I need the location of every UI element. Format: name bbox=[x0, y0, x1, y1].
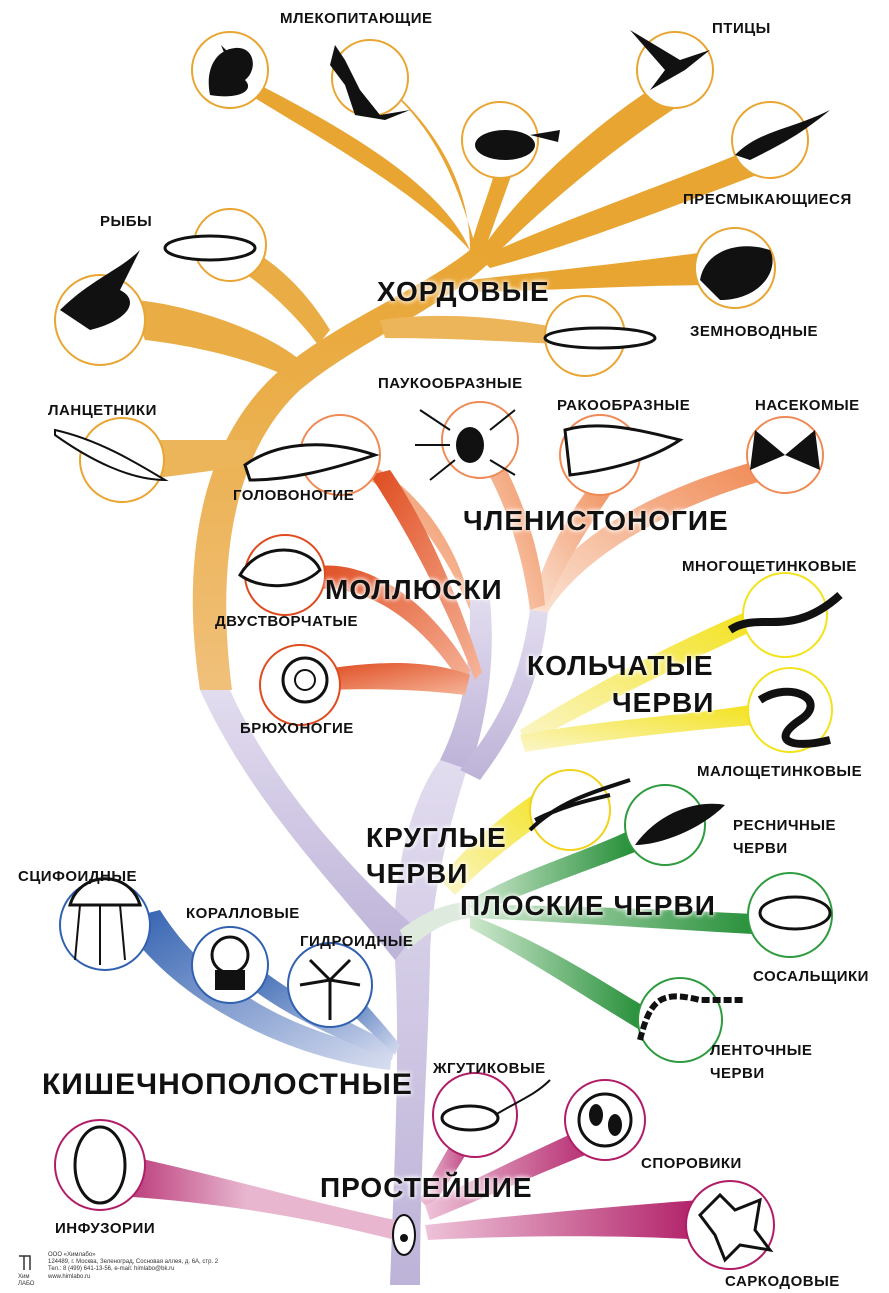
label-crustaceans: РАКООБРАЗНЫЕ bbox=[557, 397, 690, 414]
svg-text:Хим: Хим bbox=[18, 1274, 29, 1280]
footer-phone-email: Тел.: 8 (499) 641-13-56, e-mail: himlabo… bbox=[48, 1266, 218, 1273]
phylum-annelida-line2: ЧЕРВИ bbox=[612, 687, 714, 719]
label-turbellaria-line1: РЕСНИЧНЫЕ bbox=[733, 817, 836, 834]
label-insects: НАСЕКОМЫЕ bbox=[755, 397, 860, 414]
label-flagellates: ЖГУТИКОВЫЕ bbox=[433, 1060, 546, 1077]
label-cephalopods: ГОЛОВОНОГИЕ bbox=[233, 487, 354, 504]
label-amphibians: ЗЕМНОВОДНЫЕ bbox=[690, 323, 818, 340]
label-birds: ПТИЦЫ bbox=[712, 20, 771, 37]
label-polychaetes: МНОГОЩЕТИНКОВЫЕ bbox=[682, 558, 857, 575]
label-hydrozoa: ГИДРОИДНЫЕ bbox=[300, 933, 413, 950]
phylum-chordata: ХОРДОВЫЕ bbox=[377, 276, 550, 308]
phylum-nematoda-line1: КРУГЛЫЕ bbox=[366, 822, 507, 854]
phylum-nematoda-line2: ЧЕРВИ bbox=[366, 858, 468, 890]
phylum-protozoa: ПРОСТЕЙШИЕ bbox=[320, 1172, 533, 1204]
label-flukes: СОСАЛЬЩИКИ bbox=[753, 968, 869, 985]
label-arachnids: ПАУКООБРАЗНЫЕ bbox=[378, 375, 523, 392]
label-mammals: МЛЕКОПИТАЮЩИЕ bbox=[280, 10, 433, 27]
label-tapeworms-line1: ЛЕНТОЧНЫЕ bbox=[710, 1042, 812, 1059]
phylum-platyhelminthes: ПЛОСКИЕ ЧЕРВИ bbox=[460, 890, 716, 922]
label-fish: РЫБЫ bbox=[100, 213, 152, 230]
svg-text:ЛАБО: ЛАБО bbox=[18, 1281, 35, 1286]
label-reptiles: ПРЕСМЫКАЮЩИЕСЯ bbox=[683, 191, 852, 208]
label-ciliates: ИНФУЗОРИИ bbox=[55, 1220, 155, 1237]
label-sporozoa: СПОРОВИКИ bbox=[641, 1155, 742, 1172]
phylum-mollusca: МОЛЛЮСКИ bbox=[325, 574, 503, 606]
label-scyphozoa: СЦИФОИДНЫЕ bbox=[18, 868, 137, 885]
label-corals: КОРАЛЛОВЫЕ bbox=[186, 905, 300, 922]
himlabo-logo-icon: Хим ЛАБО bbox=[16, 1252, 42, 1286]
footer-contacts: ООО «Химлабо» 124489, г. Москва, Зеленог… bbox=[48, 1252, 218, 1281]
footer-address: 124489, г. Москва, Зеленоград, Сосновая … bbox=[48, 1259, 218, 1266]
label-tapeworms-line2: ЧЕРВИ bbox=[710, 1065, 765, 1082]
footer-company: ООО «Химлабо» bbox=[48, 1252, 218, 1259]
label-lancelets: ЛАНЦЕТНИКИ bbox=[48, 402, 157, 419]
roundworm-icon bbox=[530, 770, 610, 850]
footer-website[interactable]: www.himlabo.ru bbox=[48, 1274, 218, 1281]
label-bivalves: ДВУСТВОРЧАТЫЕ bbox=[215, 613, 358, 630]
phylum-annelida-line1: КОЛЬЧАТЫЕ bbox=[527, 650, 714, 682]
label-gastropods: БРЮХОНОГИЕ bbox=[240, 720, 354, 737]
phylum-cnidaria: КИШЕЧНОПОЛОСТНЫЕ bbox=[42, 1068, 413, 1103]
label-sarcodina: САРКОДОВЫЕ bbox=[725, 1273, 840, 1290]
label-oligochaetes: МАЛОЩЕТИНКОВЫЕ bbox=[697, 763, 862, 780]
label-turbellaria-line2: ЧЕРВИ bbox=[733, 840, 788, 857]
phylum-arthropoda: ЧЛЕНИСТОНОГИЕ bbox=[463, 505, 729, 537]
